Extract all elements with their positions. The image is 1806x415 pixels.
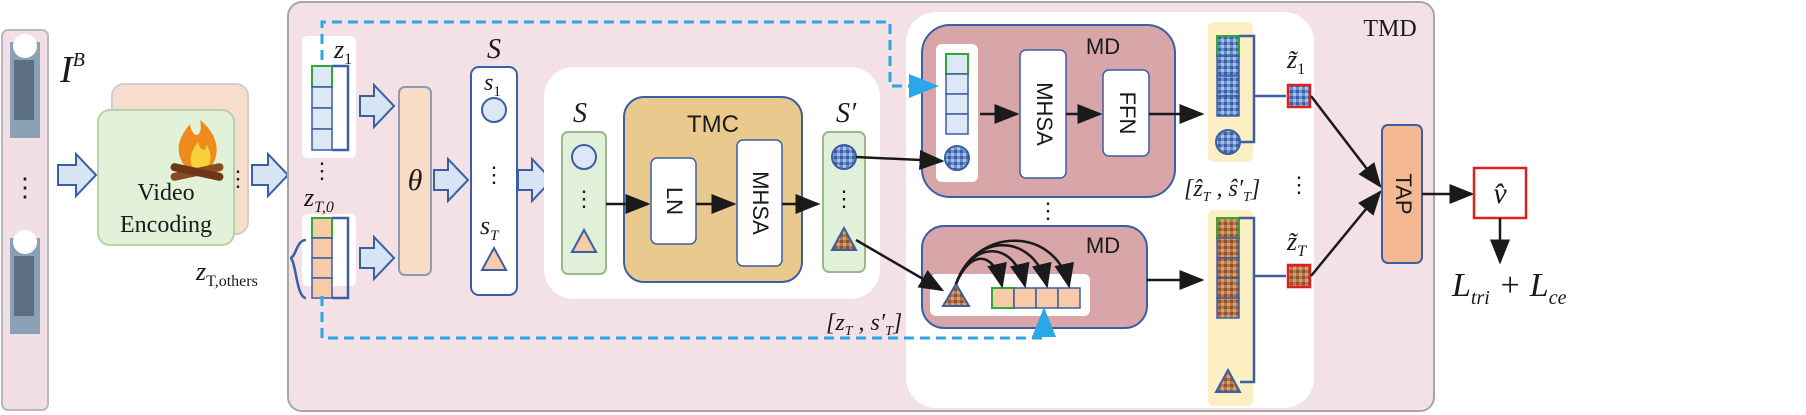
tmd-title: TMD: [1363, 16, 1416, 42]
tmc-s-dots: ⋮: [573, 186, 595, 211]
theta-box: [398, 86, 432, 276]
z1tilde-label: z̃1: [1286, 45, 1305, 78]
zTothers-label: zT,others: [195, 257, 258, 290]
vhat-label: v̂: [1493, 177, 1507, 210]
s-column-dots: ⋮: [483, 162, 505, 187]
s-column-title: S: [487, 34, 501, 65]
fire-icon: [170, 120, 224, 181]
arrow-sprime-to-md-top: [855, 149, 945, 170]
zT0-label: zT,0: [303, 183, 334, 216]
z1tilde-box: [1286, 83, 1312, 109]
sT-triangle: [480, 245, 508, 271]
dashed-line-top: [320, 20, 939, 98]
arrow-s-to-tmc-region: [517, 156, 554, 204]
encoder-line1: Video: [137, 180, 194, 206]
right-dots: ⋮: [1288, 172, 1310, 197]
input-label: IB: [59, 49, 85, 91]
arrow-z1tilde-to-tap: [1310, 95, 1382, 188]
ffn-label: FFN: [1115, 92, 1140, 135]
attention-arcs: [954, 239, 1074, 289]
tokens-dots: ⋮: [311, 158, 333, 183]
s1-circle: [481, 97, 507, 123]
encoder-line2: Encoding: [120, 212, 212, 238]
ln-box: [650, 157, 697, 245]
tmc-s-circle: [571, 144, 597, 170]
sT-label: sT: [480, 211, 500, 244]
s1-label: s1: [484, 70, 501, 100]
md-bottom-title: MD: [1086, 233, 1120, 258]
tmc-title: TMC: [687, 111, 739, 138]
z1-label: z1: [333, 35, 352, 68]
md-between-dots: ⋮: [1037, 198, 1059, 223]
tmc-mhsa-label: MHSA: [748, 171, 773, 235]
vhat-box: [1472, 166, 1528, 220]
token-column-zT: [288, 214, 356, 300]
input-frames: ⋮: [1, 29, 49, 411]
dashed-line-bottom: [320, 296, 1056, 340]
loss-label: Ltri + Lce: [1451, 267, 1567, 309]
ln-label: LN: [662, 187, 687, 215]
tap-label: TAP: [1391, 173, 1416, 214]
arrow-z1-to-theta: [359, 82, 396, 130]
tmc-s-triangle: [570, 227, 598, 253]
md-bottom-triangle: [941, 282, 971, 307]
arrow-input-to-encoder: [57, 151, 98, 199]
arrow-theta-to-s: [433, 156, 470, 204]
zTtilde-label: z̃T: [1286, 227, 1307, 260]
zTtilde-box: [1286, 263, 1312, 289]
sprime-triangle: [830, 225, 858, 251]
arrow-sprime-to-md-bottom: [855, 238, 945, 292]
arrow-zT-to-theta: [359, 234, 396, 282]
sprime-column: [822, 131, 866, 273]
sprime-circle: [831, 144, 857, 170]
arrow-encoder-to-tokens: [251, 151, 290, 199]
md-top-title: MD: [1086, 34, 1120, 59]
sprime-label: S′: [836, 98, 857, 129]
tmc-s-label: S: [573, 98, 587, 129]
encoder-dots: ⋮: [227, 166, 249, 191]
token-column-z1: [302, 36, 356, 158]
theta-label: θ: [408, 164, 423, 197]
arrow-zTtilde-to-tap: [1310, 190, 1382, 277]
hat-pair-label: [ẑT , ŝ′T]: [1184, 176, 1260, 205]
input-dots: ⋮: [12, 173, 38, 202]
video-encoder: Video Encoding ⋮: [97, 83, 249, 246]
md-mhsa-label: MHSA: [1032, 82, 1057, 146]
sprime-dots: ⋮: [833, 186, 855, 211]
